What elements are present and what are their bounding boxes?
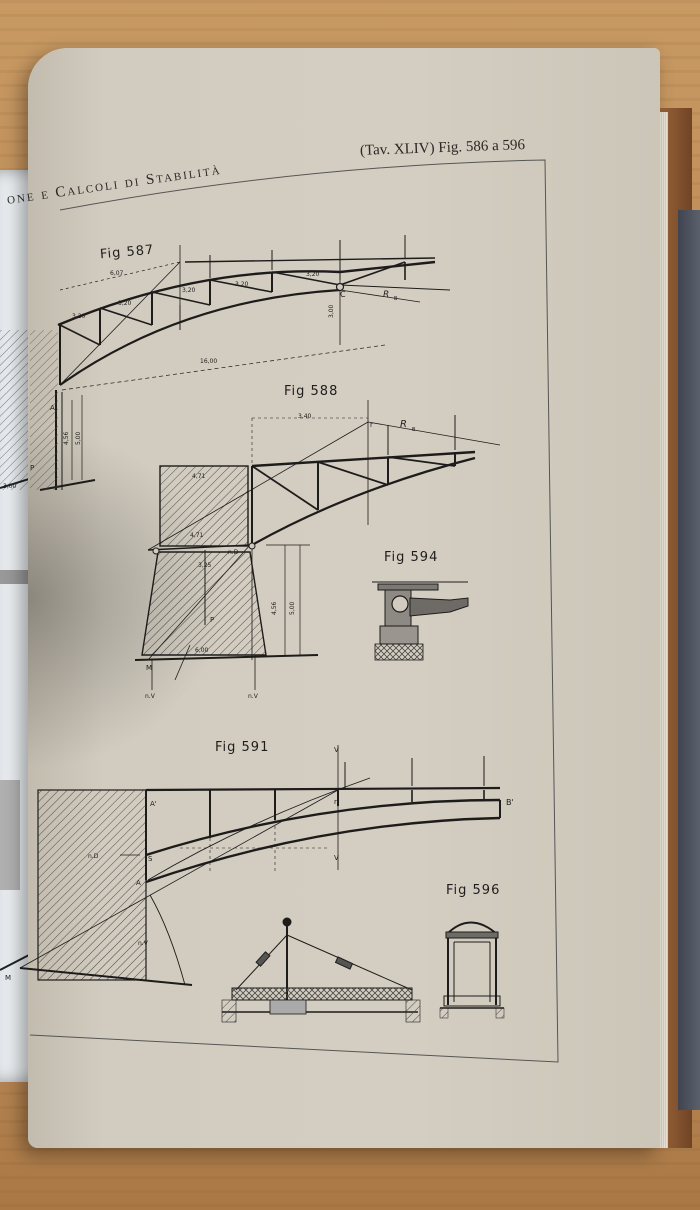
dim-587-h2: 5,00 bbox=[75, 431, 82, 445]
fig-596-title: Fig 596 bbox=[446, 883, 501, 898]
label-587-rb: R bbox=[383, 290, 389, 300]
label-588-nv: n.V bbox=[248, 693, 259, 700]
dim-587-b: 3,20 bbox=[72, 313, 86, 320]
figure-588 bbox=[134, 400, 501, 690]
label-588-nvx: n.V bbox=[145, 693, 156, 700]
dim-587-f: 3,20 bbox=[306, 271, 320, 278]
label-591-nd: n.D bbox=[88, 853, 99, 860]
label-591-a: A bbox=[136, 879, 141, 887]
fig-588-load-arrows bbox=[387, 415, 456, 455]
dim-588-d1: 4,71 bbox=[192, 473, 206, 480]
dim-588-base: 6,00 bbox=[195, 647, 209, 654]
fig-591-load-arrows bbox=[344, 756, 485, 788]
label-591-m: M bbox=[5, 974, 11, 982]
label-588-m: M bbox=[146, 664, 152, 672]
figure-596-frame bbox=[439, 921, 505, 1019]
fig-591-title: Fig 591 bbox=[215, 740, 270, 755]
dim-587-h1: 4,56 bbox=[63, 431, 70, 445]
figure-591 bbox=[19, 745, 501, 986]
label-591-a1: A' bbox=[150, 800, 157, 808]
figure-suspension-support bbox=[221, 917, 421, 1023]
label-591-s: S bbox=[148, 855, 153, 863]
label-591-nv: n.V bbox=[138, 940, 149, 947]
book-back-cover bbox=[678, 210, 700, 1110]
dim-588-h1: 4,56 bbox=[271, 601, 278, 615]
dim-588-h2: 5,00 bbox=[289, 601, 296, 615]
dim-587-base: 3,00 bbox=[3, 483, 17, 490]
label-588-rb-sub: B bbox=[412, 427, 416, 433]
dim-587-c: 3,20 bbox=[118, 300, 132, 307]
label-587-a: A bbox=[50, 404, 55, 412]
figure-587 bbox=[39, 240, 451, 491]
dim-588-top: 3,40 bbox=[298, 413, 312, 420]
dim-588-d2: 4,71 bbox=[190, 532, 204, 539]
dim-587-d: 3,20 bbox=[182, 287, 196, 294]
figure-594-bearing bbox=[372, 581, 469, 661]
label-591-v-bottom: V bbox=[334, 854, 339, 862]
label-591-b1: B' bbox=[506, 798, 514, 807]
dim-588-d3: 3,25 bbox=[198, 562, 212, 569]
label-587-p: P bbox=[30, 464, 34, 472]
dim-587-g: 3,00 bbox=[328, 304, 335, 318]
plate-border bbox=[29, 159, 559, 1063]
fig-587-load-arrows bbox=[179, 235, 406, 330]
label-587-rb-sub: B bbox=[394, 296, 398, 302]
label-588-nd: n.D bbox=[228, 549, 239, 556]
dim-587-span: 16,00 bbox=[200, 358, 217, 365]
label-591-r: r bbox=[334, 798, 337, 806]
dim-587-a: 6,07 bbox=[110, 270, 124, 277]
fig-594-title: Fig 594 bbox=[384, 550, 439, 565]
fig-588-title: Fig 588 bbox=[284, 384, 339, 399]
label-588-r: r bbox=[370, 421, 373, 429]
label-587-c: C bbox=[340, 290, 346, 299]
dim-587-e: 3,20 bbox=[235, 281, 249, 288]
label-591-v-top: V bbox=[334, 746, 339, 754]
label-588-rb: R bbox=[400, 419, 407, 430]
label-588-p: P bbox=[210, 616, 214, 624]
